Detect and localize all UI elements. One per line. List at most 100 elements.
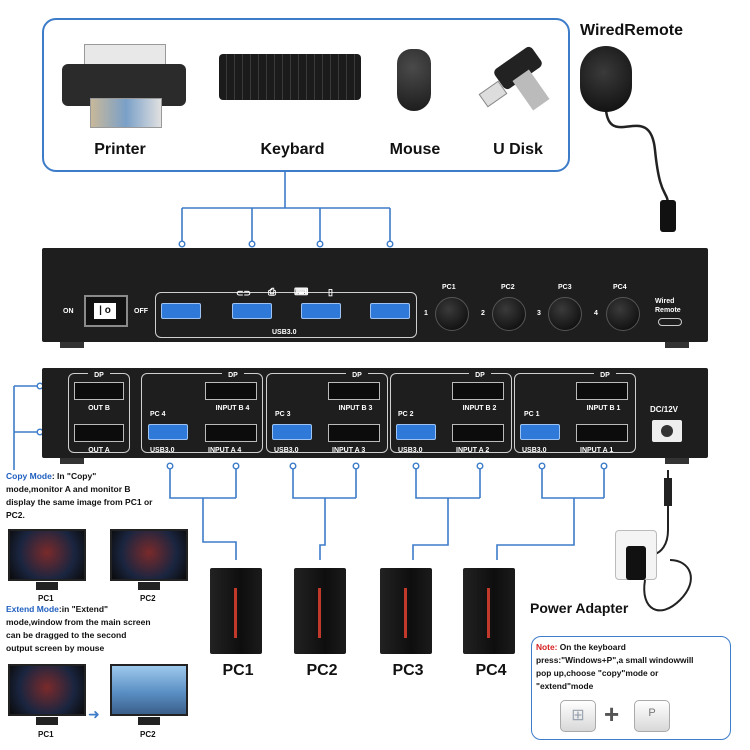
power-adapter-label: Power Adapter <box>530 600 629 616</box>
out-b-port[interactable] <box>74 382 124 400</box>
pc3-usb-port[interactable] <box>272 424 312 440</box>
pc-button-label: PC1 <box>442 284 456 291</box>
input-a2-port[interactable] <box>452 424 504 442</box>
input-a4-port[interactable] <box>205 424 257 442</box>
peripherals-panel <box>42 18 570 172</box>
panel-foot-left <box>60 458 84 464</box>
input-b4-port[interactable] <box>205 382 257 400</box>
mouse-port-marker-icon: ▯ <box>328 287 333 297</box>
copy-mode-text: display the same image from PC1 or <box>6 497 153 507</box>
pc-label: PC1 <box>222 662 254 679</box>
input-group-frame <box>266 373 388 453</box>
panel-foot-right <box>665 342 689 348</box>
copy-mode-text: PC2. <box>6 510 25 520</box>
pc1-usb-port[interactable] <box>520 424 560 440</box>
extend-mode-text: output screen by mouse <box>6 643 105 653</box>
wired-remote-icon[interactable] <box>580 46 632 112</box>
front-usb-port-3[interactable] <box>301 303 341 319</box>
pc-tower-icon <box>463 568 515 654</box>
input-b-label: INPUT B 1 <box>586 405 621 412</box>
keyboard-icon <box>219 54 361 100</box>
monitor-stand <box>36 717 58 725</box>
pc-button-label: PC4 <box>613 284 627 291</box>
monitor-image <box>8 529 86 581</box>
extend-mode-description: Extend Mode:in "Extend" mode,window from… <box>6 603 176 655</box>
mouse-icon <box>397 49 431 111</box>
front-usb-frame <box>155 292 417 338</box>
input-b-label: INPUT B 4 <box>215 405 250 412</box>
note-text: Note: On the keyboard press:"Windows+P",… <box>536 641 730 693</box>
input-group-frame <box>141 373 263 453</box>
monitor-label: PC1 <box>38 594 54 603</box>
pc2-select-button[interactable] <box>492 297 526 331</box>
usb-label: USB3.0 <box>522 447 547 454</box>
out-a-port[interactable] <box>74 424 124 442</box>
monitor-stand <box>36 582 58 590</box>
input-b2-port[interactable] <box>452 382 504 400</box>
panel-foot-left <box>60 342 84 348</box>
front-usb-port-2[interactable] <box>232 303 272 319</box>
wired-remote-title: WiredRemote <box>580 22 683 39</box>
input-group-pc-label: PC 2 <box>398 411 414 418</box>
mouse-label: Mouse <box>389 141 441 158</box>
keyboard-label: Keybard <box>260 141 325 158</box>
input-a-label: INPUT A 2 <box>456 447 490 454</box>
copy-mode-description: Copy Mode: In "Copy" mode,monitor A and … <box>6 470 176 522</box>
dc-power-jack[interactable] <box>652 420 682 442</box>
note-line: pop up,choose "copy"mode or <box>536 668 659 678</box>
p-key-icon: P <box>634 700 670 732</box>
panel-foot-right <box>665 458 689 464</box>
front-usb-port-1[interactable] <box>161 303 201 319</box>
pc-tower-icon <box>210 568 262 654</box>
input-b1-port[interactable] <box>576 382 628 400</box>
out-b-label: OUT B <box>88 405 110 412</box>
copy-mode-text: : In "Copy" <box>51 471 97 481</box>
pc2-usb-port[interactable] <box>396 424 436 440</box>
pc-label: PC4 <box>475 662 507 679</box>
printer-port-marker-icon: ⎙ <box>268 287 276 298</box>
keyboard-port-marker-icon: ⌨ <box>294 287 309 298</box>
pc4-usb-port[interactable] <box>148 424 188 440</box>
input-a-label: INPUT A 3 <box>332 447 366 454</box>
pc-label: PC2 <box>306 662 338 679</box>
power-label: DC/12V <box>650 405 679 414</box>
pc-button-label: PC2 <box>501 284 515 291</box>
pc1-select-button[interactable] <box>435 297 469 331</box>
pc-label: PC3 <box>392 662 424 679</box>
on-label: ON <box>63 308 74 315</box>
input-a-label: INPUT A 4 <box>208 447 242 454</box>
output-dp-label: DP <box>88 372 110 379</box>
input-group-dp-label: DP <box>222 372 244 379</box>
usb-c-plug-icon <box>660 200 676 232</box>
monitor-image <box>110 529 188 581</box>
input-b3-port[interactable] <box>328 382 380 400</box>
monitor-label: PC2 <box>140 594 156 603</box>
input-group-dp-label: DP <box>346 372 368 379</box>
input-b-label: INPUT B 3 <box>338 405 373 412</box>
extend-mode-text: can be dragged to the second <box>6 630 127 640</box>
plus-sign: + <box>604 699 620 729</box>
input-group-pc-label: PC 1 <box>524 411 540 418</box>
usb-label: USB3.0 <box>274 447 299 454</box>
pc-button-number: 4 <box>594 310 598 317</box>
pc3-select-button[interactable] <box>548 297 582 331</box>
input-group-frame <box>514 373 636 453</box>
power-switch[interactable]: | o <box>84 295 128 327</box>
wired-remote-port-label: Wired Remote <box>655 298 681 314</box>
usb-label: USB3.0 <box>398 447 423 454</box>
input-a1-port[interactable] <box>576 424 628 442</box>
usb-label: USB3.0 <box>150 447 175 454</box>
out-a-label: OUT A <box>88 447 110 454</box>
input-group-pc-label: PC 4 <box>150 411 166 418</box>
input-b-label: INPUT B 2 <box>462 405 497 412</box>
wired-remote-port[interactable] <box>658 318 682 326</box>
pc4-select-button[interactable] <box>606 297 640 331</box>
note-label: Note: <box>536 642 558 652</box>
printer-icon <box>62 44 186 128</box>
front-usb-port-4[interactable] <box>370 303 410 319</box>
note-panel <box>531 636 731 740</box>
pc-button-number: 1 <box>424 310 428 317</box>
input-a3-port[interactable] <box>328 424 380 442</box>
windows-key-icon: ⊞ <box>560 700 596 732</box>
